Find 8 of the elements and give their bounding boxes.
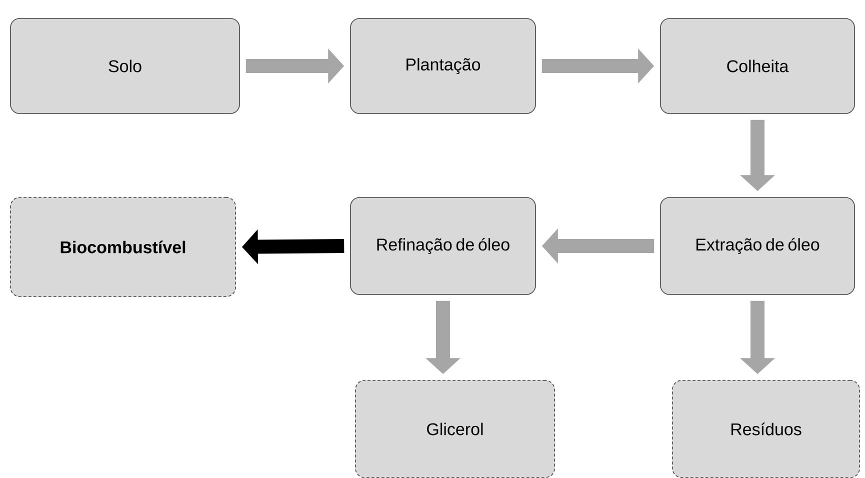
- process-box: Extração de óleo: [660, 197, 855, 295]
- process-box: Refinação de óleo: [350, 197, 536, 295]
- process-box: Plantação: [350, 18, 536, 114]
- output-box: Biocombustível: [10, 197, 236, 297]
- process-box: Colheita: [660, 18, 855, 114]
- output-box: Resíduos: [672, 380, 860, 478]
- process-box: Solo: [10, 18, 240, 114]
- output-box: Glicerol: [355, 380, 555, 478]
